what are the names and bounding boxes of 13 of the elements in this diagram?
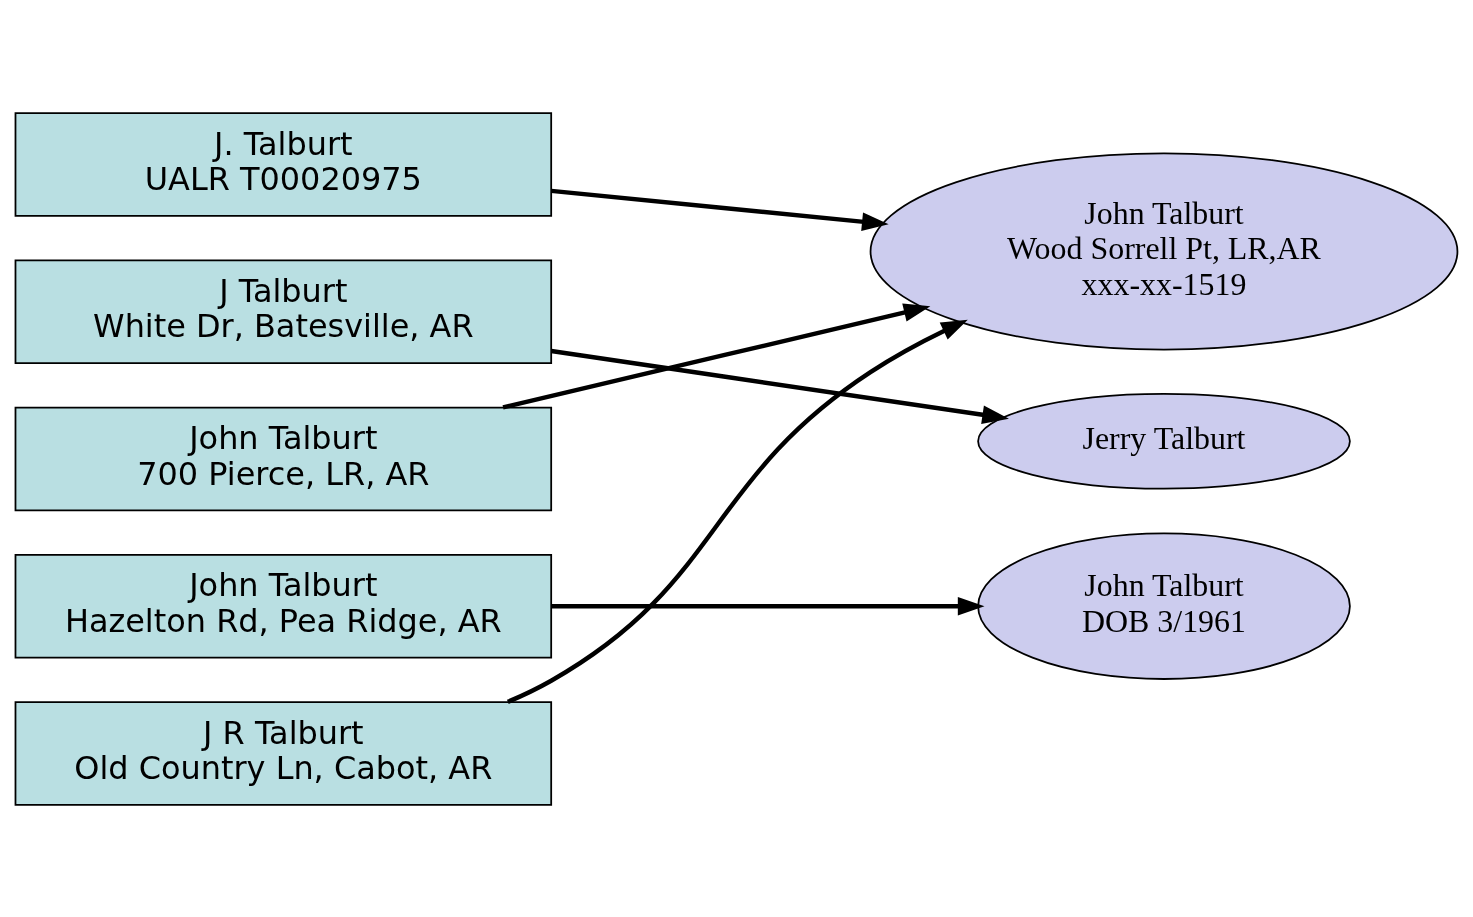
node-ellipse: Jerry Talburt — [977, 392, 1351, 490]
node-box: J R Talburt Old Country Ln, Cabot, AR — [14, 700, 553, 806]
node-box: John Talburt 700 Pierce, LR, AR — [14, 406, 553, 511]
arrow — [550, 348, 1009, 424]
arrow — [502, 302, 931, 410]
arrow — [551, 596, 985, 616]
node-box: J. Talburt UALR T00020975 — [14, 111, 553, 217]
arrow — [506, 319, 968, 704]
node-ellipse: John Talburt Wood Sorrell Pt, LR,AR xxx-xx-1519 — [869, 151, 1459, 350]
node-box: John Talburt Hazelton Rd, Pea Ridge, AR — [14, 553, 553, 659]
node-box: J Talburt White Dr, Batesville, AR — [14, 258, 553, 364]
arrow — [551, 188, 889, 231]
node-ellipse: John Talburt DOB 3/1961 — [977, 532, 1351, 680]
